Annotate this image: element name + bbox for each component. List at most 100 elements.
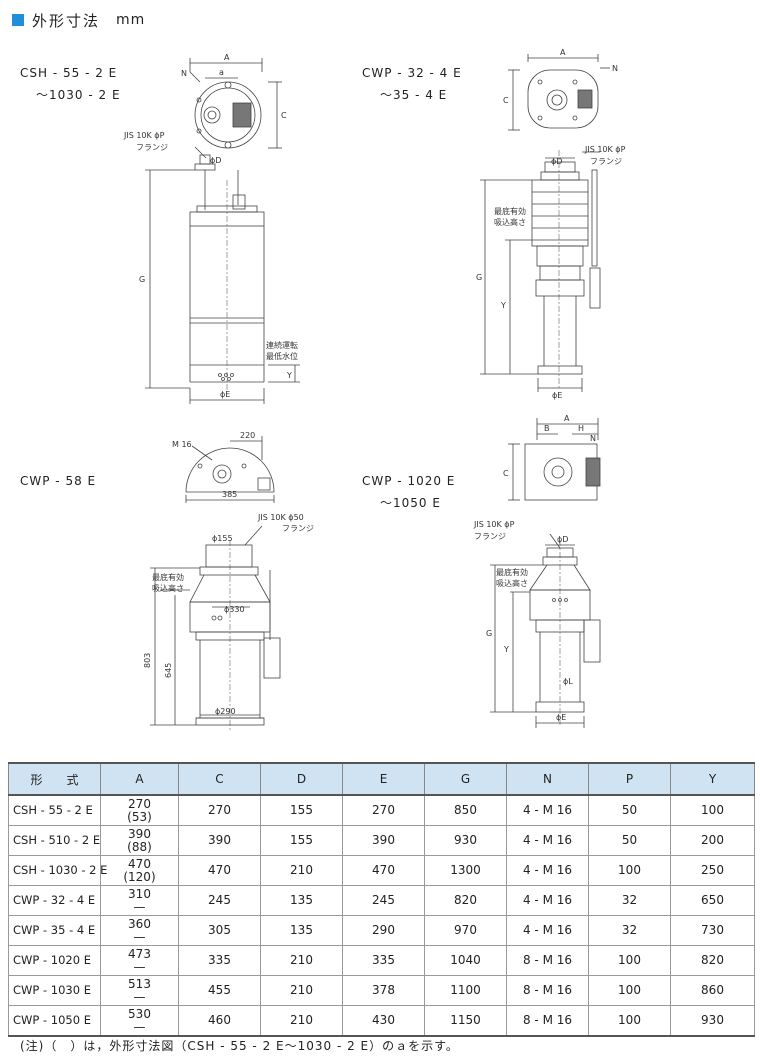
model-label-cwp32-2: ～35 - 4 E [380,88,448,102]
cell-g: 1100 [424,975,507,1006]
csh-drawing [145,58,300,404]
cell-a-value: 513 [128,976,151,991]
cell-n: 8 - M 16 [506,945,589,976]
table-header-row: 形 式 A C D E G N P Y [8,762,755,796]
cell-model: CSH - 510 - 2 E [8,825,101,856]
cell-n: 4 - M 16 [506,915,589,946]
cell-a-value: 390 [128,826,151,841]
cwp1020-label-c: C [503,469,509,478]
cell-e: 378 [342,975,425,1006]
model-label-cwp1020-1: CWP - 1020 E [362,474,456,488]
model-label-cwp58: CWP - 58 E [20,474,97,488]
cwp32-label-a: A [560,48,566,57]
cwp32-label-suction-2: 吸込高さ [494,217,526,227]
header-y: Y [670,762,755,796]
cell-n: 4 - M 16 [506,855,589,886]
cell-g: 1300 [424,855,507,886]
cell-y: 100 [670,794,755,826]
cwp58-label-suction-1: 最底有効 [152,572,184,582]
cell-y: 650 [670,885,755,916]
cell-a: 473— [100,945,179,976]
cell-e: 290 [342,915,425,946]
cell-a-value: 470 [128,856,151,871]
cell-model: CWP - 1030 E [8,975,101,1006]
cwp1020-drawing [490,418,601,728]
header-g: G [424,762,507,796]
cell-p: 100 [588,945,671,976]
cwp32-label-flange: フランジ [590,157,622,166]
cell-g: 850 [424,794,507,826]
cell-c: 245 [178,885,261,916]
header-n: N [506,762,589,796]
header-c: C [178,762,261,796]
cell-d: 135 [260,915,343,946]
cell-a: 310— [100,885,179,916]
cwp1020-label-suction-1: 最底有効 [496,567,528,577]
cell-a-sub-value: — [133,989,146,1004]
cell-a: 270(53) [100,794,179,826]
csh-label-continuous-2: 最低水位 [266,351,298,361]
cwp32-label-phie: ϕE [552,391,562,400]
cell-a-sub-value: (53) [127,809,152,824]
cell-e: 470 [342,855,425,886]
cell-y: 860 [670,975,755,1006]
csh-label-phie: ϕE [220,390,230,399]
cell-g: 930 [424,825,507,856]
csh-label-c: C [281,111,287,120]
cell-c: 335 [178,945,261,976]
cell-model: CWP - 35 - 4 E [8,915,101,946]
cwp58-label-155: ϕ155 [212,534,233,543]
cell-g: 1150 [424,1005,507,1037]
cell-a: 470(120) [100,855,179,886]
cell-c: 305 [178,915,261,946]
page-header: 外形寸法 mm [12,10,145,30]
cell-a-sub-value: — [133,899,146,914]
cell-c: 390 [178,825,261,856]
csh-label-n: N [181,69,187,78]
cwp1020-label-n: N [590,434,596,443]
cell-c: 460 [178,1005,261,1037]
cwp1020-label-jis: JIS 10K ϕP [473,520,515,529]
cell-y: 200 [670,825,755,856]
cell-e: 270 [342,794,425,826]
cell-d: 210 [260,1005,343,1037]
cwp1020-label-phie: ϕE [556,713,566,722]
cell-g: 1040 [424,945,507,976]
cell-e: 430 [342,1005,425,1037]
cwp58-label-flange: フランジ [282,524,314,533]
csh-label-g: G [139,275,145,284]
cell-y: 730 [670,915,755,946]
cell-g: 820 [424,885,507,916]
cwp58-label-jis: JIS 10K ϕ50 [257,513,304,522]
model-label-csh-2: ～1030 - 2 E [36,88,121,102]
cell-c: 455 [178,975,261,1006]
footnote: (注)（ ）は，外形寸法図（CSH - 55 - 2 E～1030 - 2 E）… [20,1039,459,1053]
header-model: 形 式 [8,762,101,796]
cell-n: 4 - M 16 [506,794,589,826]
cell-d: 210 [260,945,343,976]
cell-a-sub-value: — [133,959,146,974]
cell-model: CWP - 1050 E [8,1005,101,1037]
cell-a-sub-value: — [133,929,146,944]
model-label-cwp1020-2: ～1050 E [380,496,441,510]
cell-a-sub-value: — [133,1019,146,1034]
cell-p: 100 [588,1005,671,1037]
header-p: P [588,762,671,796]
cell-p: 32 [588,915,671,946]
cell-p: 50 [588,825,671,856]
cwp1020-label-phid: ϕD [557,535,568,544]
cell-n: 4 - M 16 [506,885,589,916]
cwp32-label-phid: ϕD [551,157,562,166]
cwp58-label-330: ϕ330 [224,605,245,614]
cwp1020-label-h: H [578,424,584,433]
cell-a-value: 530 [128,1006,151,1021]
csh-label-phid: ϕD [210,156,221,165]
cell-c: 470 [178,855,261,886]
cell-y: 250 [670,855,755,886]
cell-a-value: 310 [128,886,151,901]
cell-y: 820 [670,945,755,976]
